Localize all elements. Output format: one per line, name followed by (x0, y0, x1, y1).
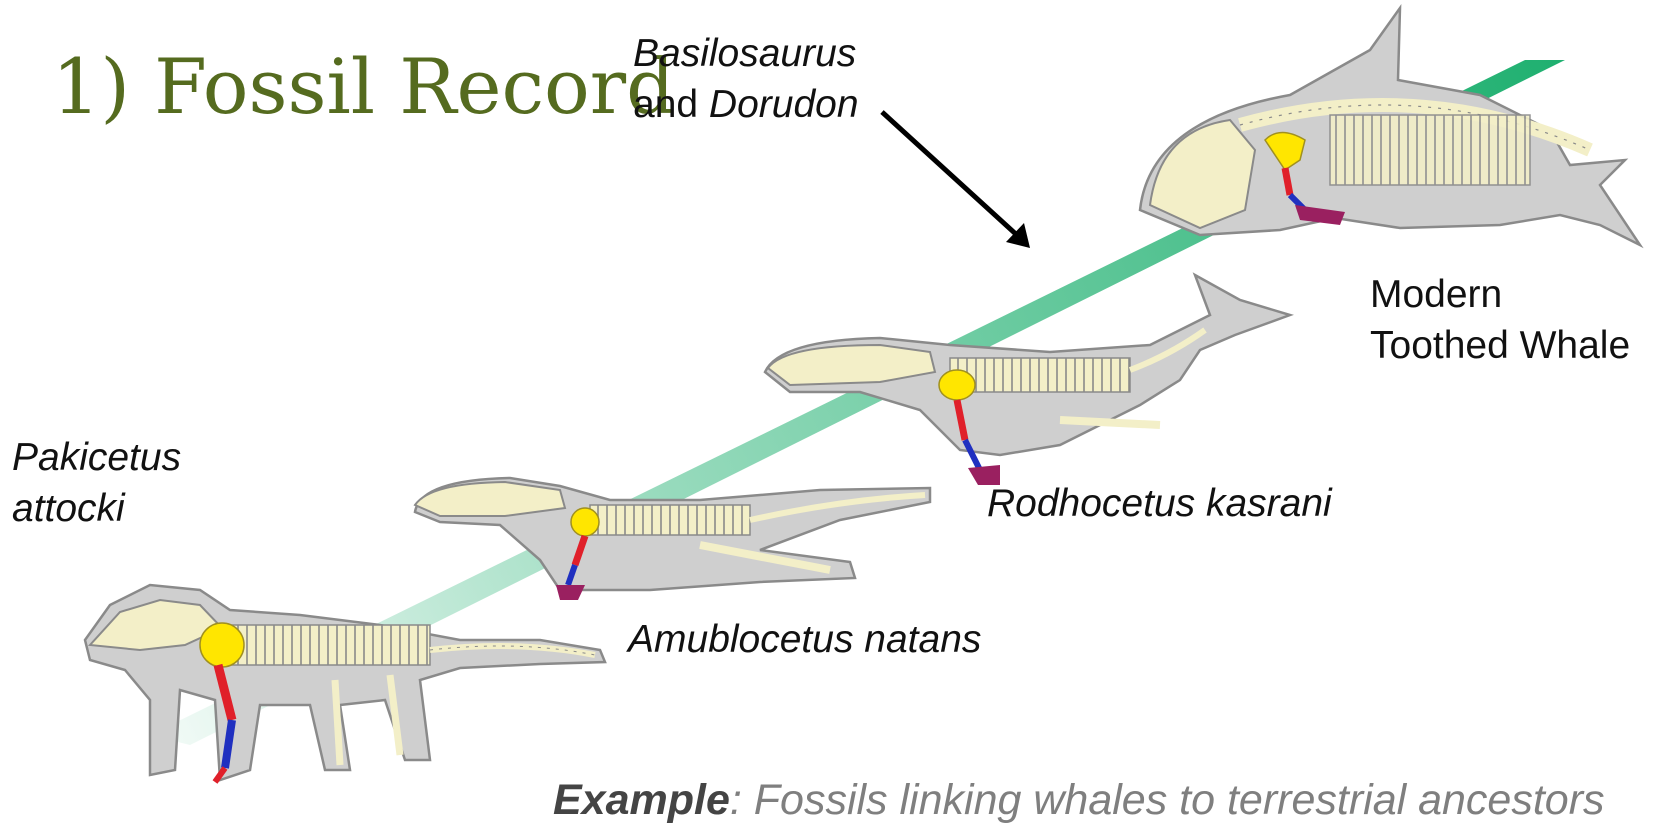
pakicetus-label: Pakicetus attocki (12, 433, 181, 534)
basilosaurus-label: Basilosaurus and Dorudon (633, 29, 859, 130)
caption-text: : Fossils linking whales to terrestrial … (730, 776, 1605, 824)
modern-whale-line2: Toothed Whale (1370, 324, 1630, 367)
pakicetus-illustration (85, 585, 605, 782)
example-caption: Example: Fossils linking whales to terre… (553, 776, 1605, 825)
and-word: and (633, 83, 709, 126)
ambulocetus-label: Amublocetus natans (628, 615, 981, 666)
rodhocetus-label: Rodhocetus kasrani (987, 479, 1332, 530)
dorudon-name: Dorudon (709, 83, 859, 126)
caption-bold: Example (553, 776, 730, 824)
modern-whale-label: Modern Toothed Whale (1370, 270, 1630, 371)
basilosaurus-name: Basilosaurus (633, 32, 856, 75)
pakicetus-line2: attocki (12, 487, 125, 530)
basilosaurus-arrow (882, 112, 1030, 248)
slide-title: 1) Fossil Record (52, 42, 675, 131)
modern-whale-illustration (1140, 8, 1640, 245)
modern-whale-line1: Modern (1370, 273, 1502, 316)
pakicetus-line1: Pakicetus (12, 436, 181, 479)
